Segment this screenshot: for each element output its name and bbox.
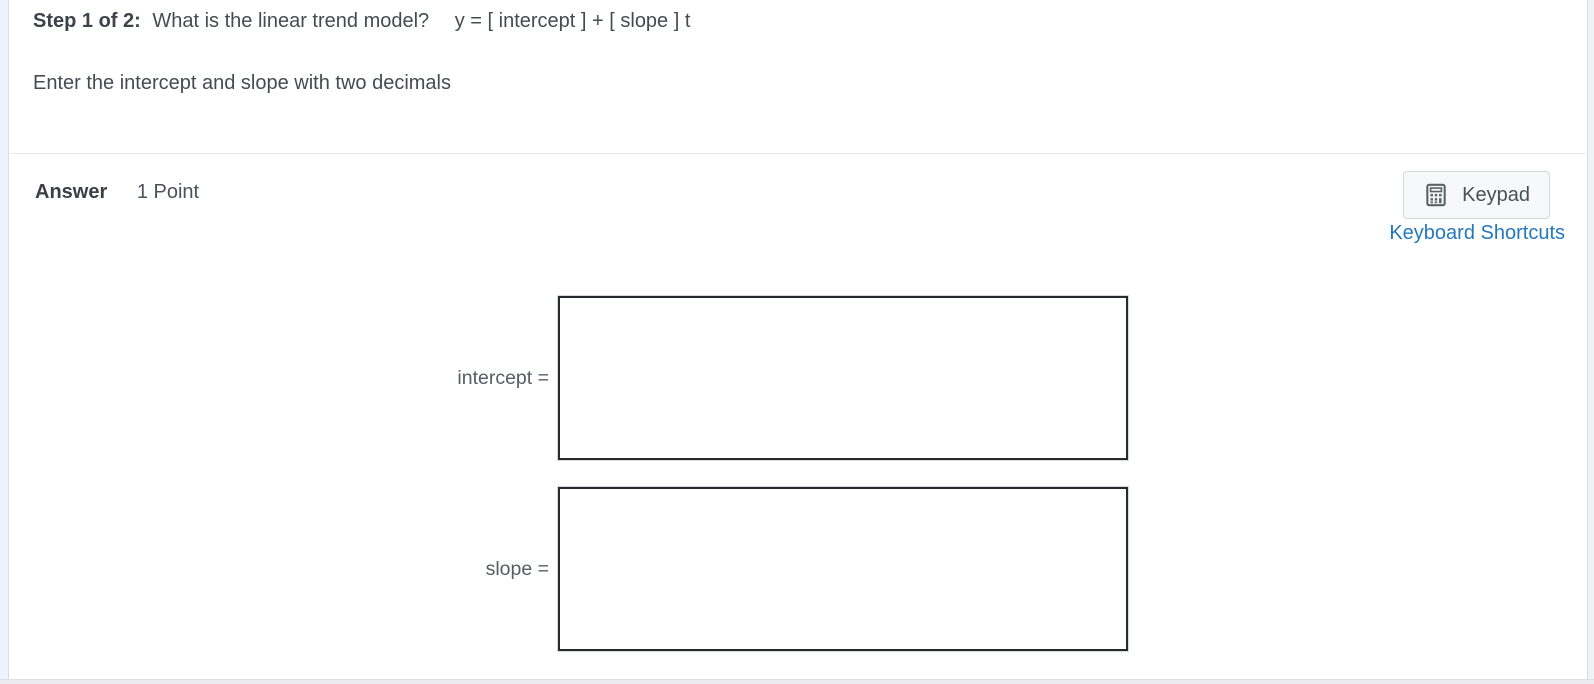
keypad-button[interactable]: Keypad xyxy=(1403,171,1550,219)
step-label: Step 1 of 2: xyxy=(33,10,141,32)
left-gutter xyxy=(0,0,9,679)
slope-label: slope = xyxy=(485,557,549,580)
formula-text: y = [ intercept ] + [ slope ] t xyxy=(454,10,691,32)
question-line: Step 1 of 2: What is the linear trend mo… xyxy=(33,8,1586,34)
question-block: Step 1 of 2: What is the linear trend mo… xyxy=(10,0,1586,96)
content-panel: Step 1 of 2: What is the linear trend mo… xyxy=(10,0,1586,679)
bottom-gutter xyxy=(0,679,1594,684)
intercept-input[interactable] xyxy=(557,295,1129,461)
instruction-text: Enter the intercept and slope with two d… xyxy=(33,72,451,94)
slope-input[interactable] xyxy=(557,486,1129,652)
answer-header: Answer 1 Point xyxy=(35,181,199,204)
section-divider xyxy=(10,153,1586,154)
calculator-keypad-icon xyxy=(1423,182,1449,208)
slope-row: slope = xyxy=(10,486,1129,652)
answer-label: Answer xyxy=(35,181,108,203)
intercept-label: intercept = xyxy=(457,366,549,389)
right-gutter xyxy=(1587,0,1594,679)
keyboard-shortcuts-link[interactable]: Keyboard Shortcuts xyxy=(1389,222,1565,244)
points-label: 1 Point xyxy=(136,181,200,203)
keypad-button-label: Keypad xyxy=(1462,183,1530,206)
intercept-row: intercept = xyxy=(10,295,1129,461)
question-text: What is the linear trend model? xyxy=(152,10,430,32)
